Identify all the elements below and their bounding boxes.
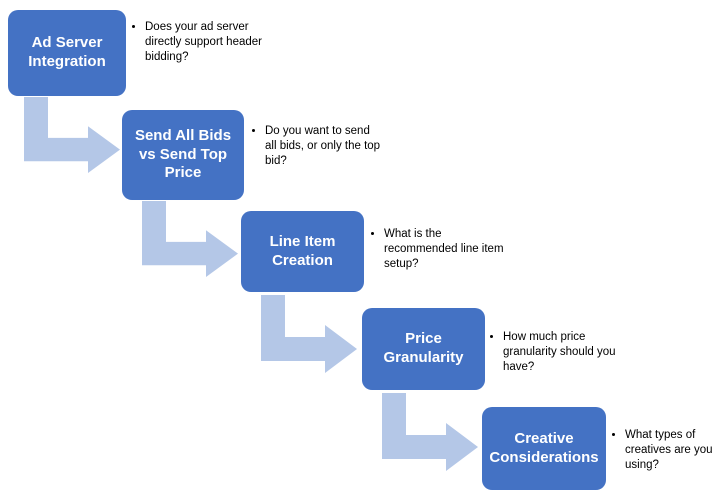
elbow-arrow-shape bbox=[261, 295, 357, 373]
elbow-arrow-icon bbox=[261, 295, 357, 373]
step-note: Do you want to send all bids, or only th… bbox=[252, 124, 383, 170]
step-box-ad-server-integration: Ad Server Integration bbox=[8, 10, 126, 96]
step-title: Creative Considerations bbox=[489, 429, 599, 466]
step-note: How much price granularity should you ha… bbox=[490, 330, 623, 376]
step-title: Line Item Creation bbox=[269, 232, 336, 269]
elbow-arrow-icon bbox=[382, 393, 478, 471]
step-note: Does your ad server directly support hea… bbox=[132, 20, 263, 66]
step-note: What types of creatives are you using? bbox=[612, 428, 723, 474]
step-title: Price Granularity bbox=[383, 330, 464, 366]
elbow-arrow-shape bbox=[382, 393, 478, 471]
step-box-line-item-creation: Line Item Creation bbox=[241, 211, 364, 292]
elbow-arrow-shape bbox=[142, 201, 238, 277]
step-title: Ad Server Integration bbox=[28, 34, 106, 70]
step-note: What is the recommended line item setup? bbox=[371, 227, 504, 273]
step-box-price-granularity: Price Granularity bbox=[362, 308, 485, 390]
elbow-arrow-shape bbox=[24, 97, 120, 173]
elbow-arrow-icon bbox=[142, 201, 238, 277]
step-box-send-all-bids-vs-send-top-price: Send All Bids vs Send Top Price bbox=[122, 110, 244, 200]
step-note-text: What is the recommended line item setup? bbox=[384, 227, 504, 273]
step-box-creative-considerations: Creative Considerations bbox=[482, 407, 606, 490]
step-note-text: How much price granularity should you ha… bbox=[503, 330, 623, 376]
step-note-text: Do you want to send all bids, or only th… bbox=[265, 124, 383, 170]
step-note-text: Does your ad server directly support hea… bbox=[145, 20, 263, 66]
elbow-arrow-icon bbox=[24, 97, 120, 173]
step-note-text: What types of creatives are you using? bbox=[625, 428, 723, 474]
step-title: Send All Bids vs Send Top Price bbox=[134, 126, 232, 182]
